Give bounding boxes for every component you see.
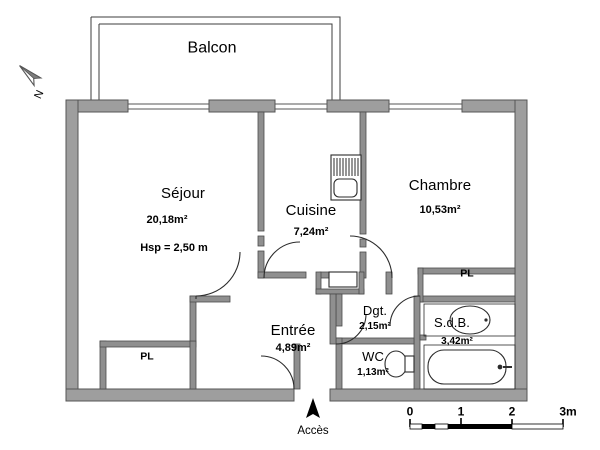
access-label: Accès	[297, 424, 329, 437]
interior-walls	[99, 111, 516, 390]
room-area-cuisine: 7,24m²	[293, 226, 329, 239]
room-label-sdb: S.d.B.	[433, 315, 471, 331]
wc-toilet	[384, 350, 415, 378]
room-label-entree: Entrée	[270, 322, 316, 340]
north-arrow-icon	[19, 65, 43, 88]
door-swings	[195, 235, 421, 390]
room-area-sejour: 20,18m²	[146, 214, 188, 227]
room-area-wc: 1,13m²	[357, 366, 389, 378]
room-area-chambre: 10,53m²	[419, 204, 461, 217]
balcony-label: Balcon	[187, 39, 237, 57]
scale-tick-2: 2	[508, 404, 516, 419]
room-label-sejour: Séjour	[161, 185, 205, 203]
kitchen-sink	[330, 154, 362, 201]
scale-tick-1: 1	[457, 404, 465, 419]
closet-label-chambre: PL	[460, 267, 474, 280]
balcony-outline	[90, 16, 341, 101]
room-note-sejour: Hsp = 2,50 m	[140, 242, 208, 255]
scale-tick-0: 0	[406, 404, 414, 419]
kitchen-counter	[328, 271, 358, 288]
sdb-washbasin	[423, 303, 516, 337]
exterior-walls	[65, 99, 528, 402]
room-label-chambre: Chambre	[408, 177, 472, 195]
room-area-dgt: 2,15m²	[359, 320, 391, 332]
scale-tick-3: 3m	[559, 404, 577, 419]
scale-bar-graphic	[409, 418, 564, 430]
room-area-sdb: 3,42m²	[441, 335, 473, 347]
closet-label-entree: PL	[140, 350, 154, 363]
room-label-cuisine: Cuisine	[285, 202, 337, 220]
room-label-dgt: Dgt.	[362, 303, 388, 319]
sdb-bathtub	[423, 344, 516, 390]
room-label-wc: WC	[362, 349, 384, 365]
room-area-entree: 4,89m²	[275, 342, 311, 355]
access-arrow-icon	[306, 398, 320, 418]
